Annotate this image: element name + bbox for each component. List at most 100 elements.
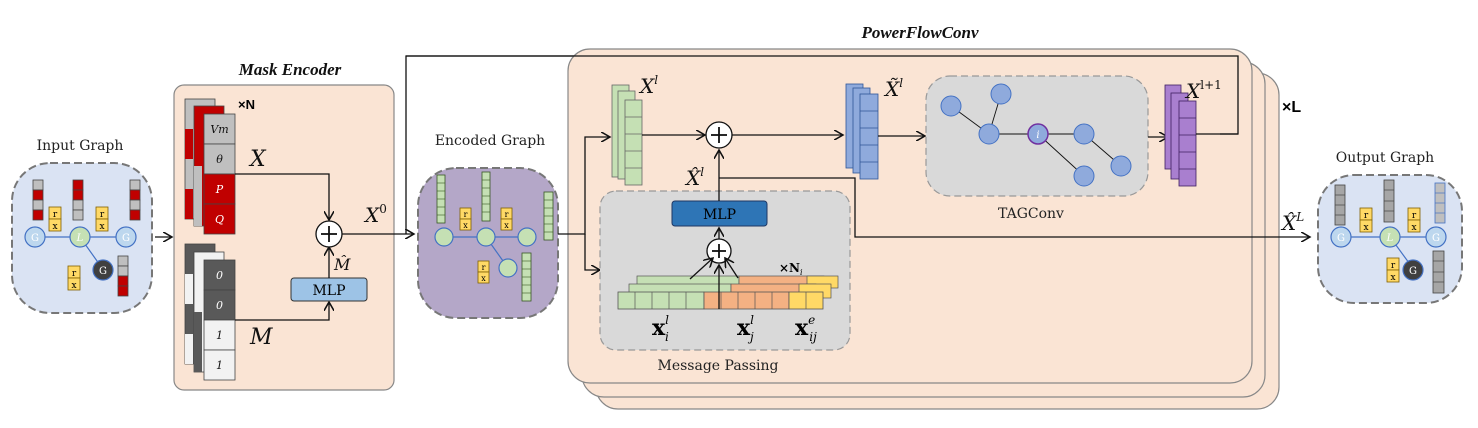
flow-arrow (235, 173, 329, 220)
flow-arrow (558, 137, 610, 235)
feature-cell-p: P (215, 183, 224, 196)
tag-node (978, 123, 1000, 145)
output-feature-stack (1334, 184, 1346, 226)
input-graph-title: Input Graph (37, 138, 124, 154)
edge-feature-box: r x (477, 260, 490, 284)
node-feature-stack (72, 179, 84, 221)
message-row-front (617, 291, 824, 310)
svg-text:r: r (1391, 261, 1396, 271)
message-passing-container (599, 190, 851, 351)
mask-encoder-title: Mask Encoder (238, 60, 342, 79)
edge-feature-box: r x (1407, 207, 1421, 233)
xhat-l-label: X̂l (684, 165, 704, 190)
xhat-L-label: X̂L (1280, 210, 1304, 235)
output-feature-stack (1432, 250, 1445, 294)
message-passing: MLP (599, 150, 1310, 374)
node-feature-stack (129, 179, 141, 221)
feature-vector: Vm θ P Q (203, 113, 236, 235)
node-feature-stack (32, 179, 44, 221)
repeat-ni-label: ×Ni (779, 261, 803, 277)
add-operator (705, 121, 733, 149)
output-branch (719, 177, 1310, 237)
tag-node (1110, 155, 1132, 177)
svg-text:G: G (1432, 233, 1440, 244)
x-label: X (248, 147, 267, 172)
svg-text:MLP: MLP (312, 283, 345, 299)
tag-node (990, 83, 1012, 105)
tag-node (940, 95, 962, 117)
generator-node-active: G (92, 259, 114, 281)
edge-feature-box: r x (459, 207, 472, 231)
svg-text:G: G (99, 266, 107, 277)
svg-text:r: r (482, 263, 486, 272)
svg-text:r: r (505, 210, 509, 219)
edge-feature-box: r x (48, 206, 62, 232)
encoded-feature-stack (436, 174, 446, 224)
tag-node (1073, 123, 1095, 145)
generator-node: G (24, 226, 46, 248)
mask-cell: 0 (216, 269, 223, 282)
svg-text:x: x (504, 221, 509, 230)
svg-text:x: x (1411, 223, 1416, 233)
xtilde-l-label: X̃l (883, 76, 903, 101)
encoded-node (498, 258, 518, 278)
flow-arrow (584, 234, 600, 270)
svg-text:MLP: MLP (703, 207, 736, 223)
generator-node-active: G (1402, 259, 1424, 281)
feature-cell-theta: θ (216, 153, 223, 166)
tagconv: i TAGConv (925, 75, 1149, 222)
encoded-node (434, 227, 454, 247)
flow-arrow (689, 258, 713, 280)
tag-center-node (1027, 123, 1049, 145)
svg-text:L: L (1386, 233, 1394, 244)
input-graph: Input Graph (11, 138, 153, 314)
svg-text:x: x (1390, 273, 1395, 283)
svg-text:r: r (72, 269, 77, 279)
svg-text:G: G (1409, 266, 1417, 277)
x0-label: X0 (363, 202, 387, 227)
feature-cell-q: Q (215, 213, 224, 226)
mask-cell: 1 (216, 359, 223, 372)
xnext-feature-stack (1164, 84, 1197, 187)
generator-node: G (1330, 226, 1352, 248)
svg-text:G: G (31, 233, 39, 244)
svg-text:G: G (1337, 233, 1345, 244)
svg-text:r: r (1364, 211, 1369, 221)
edge-feature-box: r x (67, 265, 81, 291)
encoded-graph-title: Encoded Graph (435, 133, 545, 149)
xl-label: Xl (638, 73, 658, 98)
mask-cell: 1 (216, 329, 223, 342)
svg-text:x: x (99, 222, 104, 232)
encoded-node (476, 227, 496, 247)
svg-text:r: r (464, 210, 468, 219)
encoded-graph: Encoded Graph r x r x (417, 133, 559, 319)
generator-node: G (115, 226, 137, 248)
output-feature-stack (1434, 182, 1446, 224)
svg-text:x: x (71, 281, 76, 291)
repeat-l-label: ×L (1282, 99, 1301, 116)
add-operator (315, 220, 343, 248)
encoded-node (517, 227, 537, 247)
edge-feature-box: r x (1386, 257, 1400, 283)
output-feature-stack (1383, 179, 1395, 223)
mask-cell: 0 (216, 299, 223, 312)
node-feature-stack (117, 255, 129, 297)
xl-feature-stack (611, 84, 643, 186)
generator-node: G (1425, 226, 1447, 248)
svg-text:G: G (122, 233, 130, 244)
encoded-feature-stack (521, 252, 532, 302)
svg-text:r: r (53, 210, 58, 220)
svg-text:r: r (100, 210, 105, 220)
encoded-feature-stack (543, 191, 554, 241)
mask-encoder: Mask Encoder Vm θ P Q ×N (173, 60, 395, 391)
output-graph-title: Output Graph (1336, 150, 1434, 166)
output-graph: Output Graph r x r x (1317, 150, 1463, 304)
mask-vector: 0 0 1 1 (203, 259, 236, 381)
svg-text:r: r (1412, 211, 1417, 221)
svg-text:x: x (1363, 223, 1368, 233)
edge-feature-box: r x (95, 206, 109, 232)
xtilde-feature-stack (845, 83, 879, 180)
svg-text:x: x (463, 221, 468, 230)
